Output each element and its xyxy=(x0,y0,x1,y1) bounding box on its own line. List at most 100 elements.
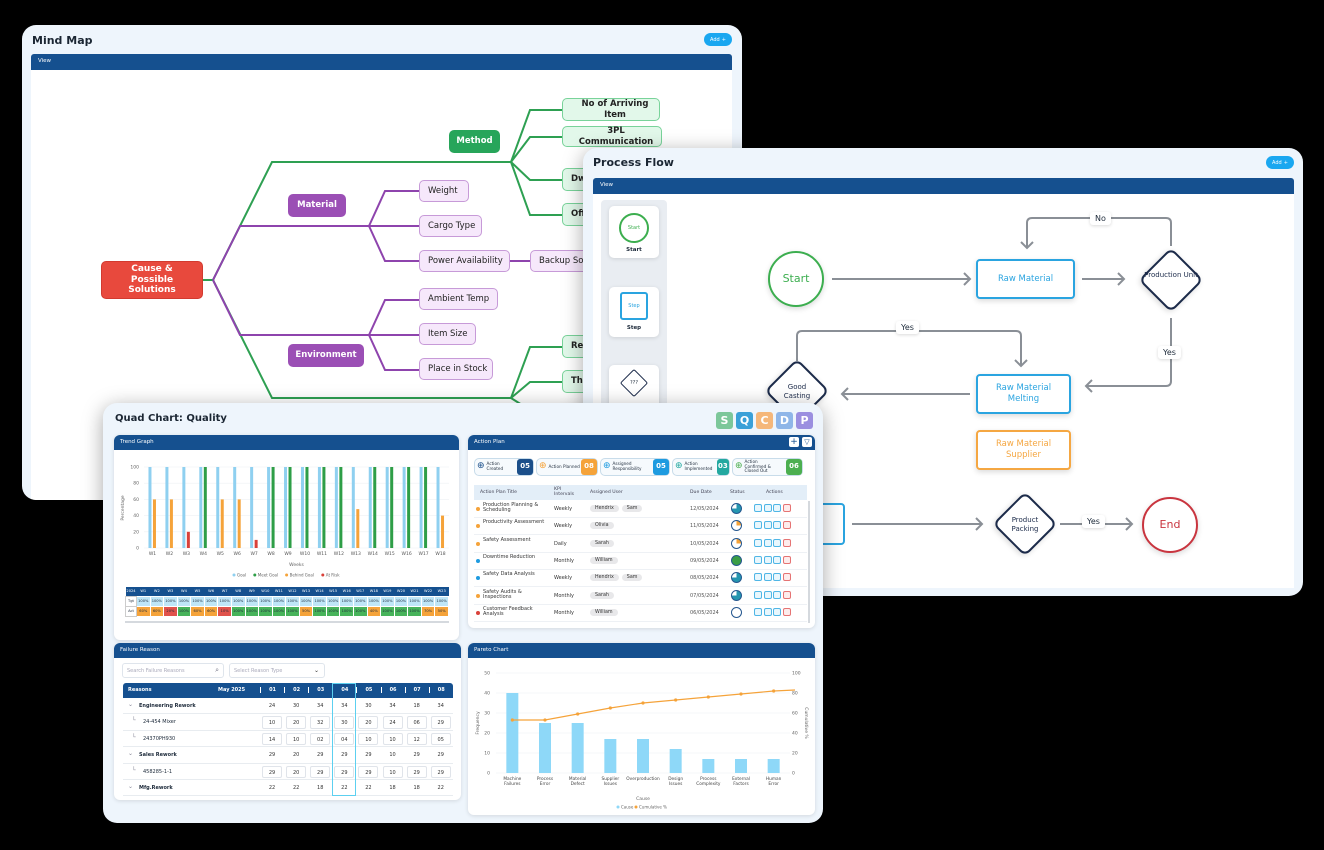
method-item[interactable]: No of Arriving Item xyxy=(562,98,660,121)
delete-icon[interactable] xyxy=(782,521,791,530)
vertical-scrollbar[interactable] xyxy=(808,501,810,623)
delete-icon[interactable] xyxy=(782,504,791,512)
copy-icon[interactable] xyxy=(754,521,762,530)
environment-item[interactable]: Place in Stock xyxy=(419,358,493,380)
day-header[interactable]: 05 xyxy=(356,687,380,693)
view-bar[interactable]: View xyxy=(593,178,1294,194)
add-button[interactable]: Add+ xyxy=(704,33,732,46)
value-cell[interactable]: 10 xyxy=(382,732,403,746)
copy-icon[interactable] xyxy=(754,573,762,582)
value-cell[interactable]: 29 xyxy=(334,765,355,778)
expand-chevron-icon[interactable]: ⌄ xyxy=(128,701,134,708)
day-header[interactable]: 01 xyxy=(260,687,284,693)
copy-icon[interactable] xyxy=(754,504,762,512)
edit-icon[interactable] xyxy=(773,607,781,616)
value-cell[interactable]: 12 xyxy=(406,732,427,746)
sqcdp-p-icon[interactable]: P xyxy=(796,412,813,429)
delete-icon[interactable] xyxy=(782,538,791,547)
view-icon[interactable] xyxy=(763,521,772,530)
value-cell[interactable]: 14 xyxy=(262,732,283,746)
filter-icon[interactable]: ▽ xyxy=(802,437,812,447)
value-cell[interactable]: 10 xyxy=(358,732,379,746)
view-bar[interactable]: View xyxy=(31,54,732,70)
add-button[interactable]: Add+ xyxy=(1266,156,1294,169)
add-action-button[interactable]: + xyxy=(789,437,799,447)
sqcdp-q-icon[interactable]: Q xyxy=(736,412,753,429)
copy-icon[interactable] xyxy=(754,555,762,564)
environment-item[interactable]: Ambient Temp xyxy=(419,288,498,310)
expand-chevron-icon[interactable]: ⌄ xyxy=(128,783,134,790)
day-header[interactable]: 06 xyxy=(380,687,405,693)
delete-icon[interactable] xyxy=(782,607,791,616)
material-item[interactable]: Cargo Type xyxy=(419,215,482,237)
value-cell[interactable]: 29 xyxy=(430,716,451,729)
value-cell[interactable]: 29 xyxy=(310,765,331,778)
value-cell[interactable]: 04 xyxy=(334,732,355,746)
day-header[interactable]: 02 xyxy=(284,687,308,693)
palette-start[interactable]: Start Start xyxy=(609,206,659,258)
view-icon[interactable] xyxy=(763,555,772,564)
sqcdp-s-icon[interactable]: S xyxy=(716,412,733,429)
material-item[interactable]: Weight xyxy=(419,180,469,202)
day-header[interactable]: 07 xyxy=(404,687,429,693)
value-cell[interactable]: 20 xyxy=(286,716,307,729)
value-cell[interactable]: 20 xyxy=(286,765,307,778)
value-cell[interactable]: 30 xyxy=(334,716,355,729)
view-icon[interactable] xyxy=(763,504,772,512)
value-cell[interactable]: 32 xyxy=(310,716,331,729)
sqcdp-d-icon[interactable]: D xyxy=(776,412,793,429)
value-cell[interactable]: 24 xyxy=(382,716,403,729)
view-icon[interactable] xyxy=(763,607,772,616)
value-cell[interactable]: 29 xyxy=(262,765,283,778)
edit-icon[interactable] xyxy=(773,590,781,599)
root-node[interactable]: Cause & Possible Solutions xyxy=(101,261,203,299)
value-cell[interactable]: 06 xyxy=(406,716,427,729)
view-icon[interactable] xyxy=(763,590,772,599)
value-cell[interactable]: 10 xyxy=(286,732,307,746)
edit-icon[interactable] xyxy=(773,521,781,530)
copy-icon[interactable] xyxy=(754,607,762,616)
copy-icon[interactable] xyxy=(754,538,762,547)
edit-icon[interactable] xyxy=(773,555,781,564)
expand-chevron-icon[interactable]: ⌄ xyxy=(128,750,134,758)
environment-node[interactable]: Environment xyxy=(288,344,364,367)
value-cell[interactable]: 29 xyxy=(358,765,379,778)
palette-step[interactable]: Step Step xyxy=(609,287,659,337)
value-cell[interactable]: 02 xyxy=(310,732,331,746)
day-header[interactable]: 03 xyxy=(308,687,332,693)
view-icon[interactable] xyxy=(763,573,772,582)
material-item[interactable]: Power Availability xyxy=(419,250,510,272)
end-node[interactable]: End xyxy=(1142,497,1198,553)
reason-type-select[interactable]: Select Reason Type⌄ xyxy=(229,663,325,678)
value-cell[interactable]: 29 xyxy=(430,765,451,778)
delete-icon[interactable] xyxy=(782,590,791,599)
delete-icon[interactable] xyxy=(782,573,791,582)
value-cell[interactable]: 29 xyxy=(406,765,427,778)
sqcdp-c-icon[interactable]: C xyxy=(756,412,773,429)
horizontal-scrollbar[interactable] xyxy=(125,621,449,623)
day-header[interactable]: 08 xyxy=(428,687,453,693)
value-cell[interactable]: 20 xyxy=(358,716,379,729)
environment-item[interactable]: Item Size xyxy=(419,323,476,345)
view-icon[interactable] xyxy=(763,538,772,547)
copy-icon[interactable] xyxy=(754,590,762,599)
start-node[interactable]: Start xyxy=(768,251,824,307)
material-node[interactable]: Material xyxy=(288,194,346,217)
day-header[interactable]: 04 xyxy=(332,687,356,693)
edit-icon[interactable] xyxy=(773,573,781,582)
raw-material-melting-node[interactable]: Raw Material Melting xyxy=(976,374,1071,414)
